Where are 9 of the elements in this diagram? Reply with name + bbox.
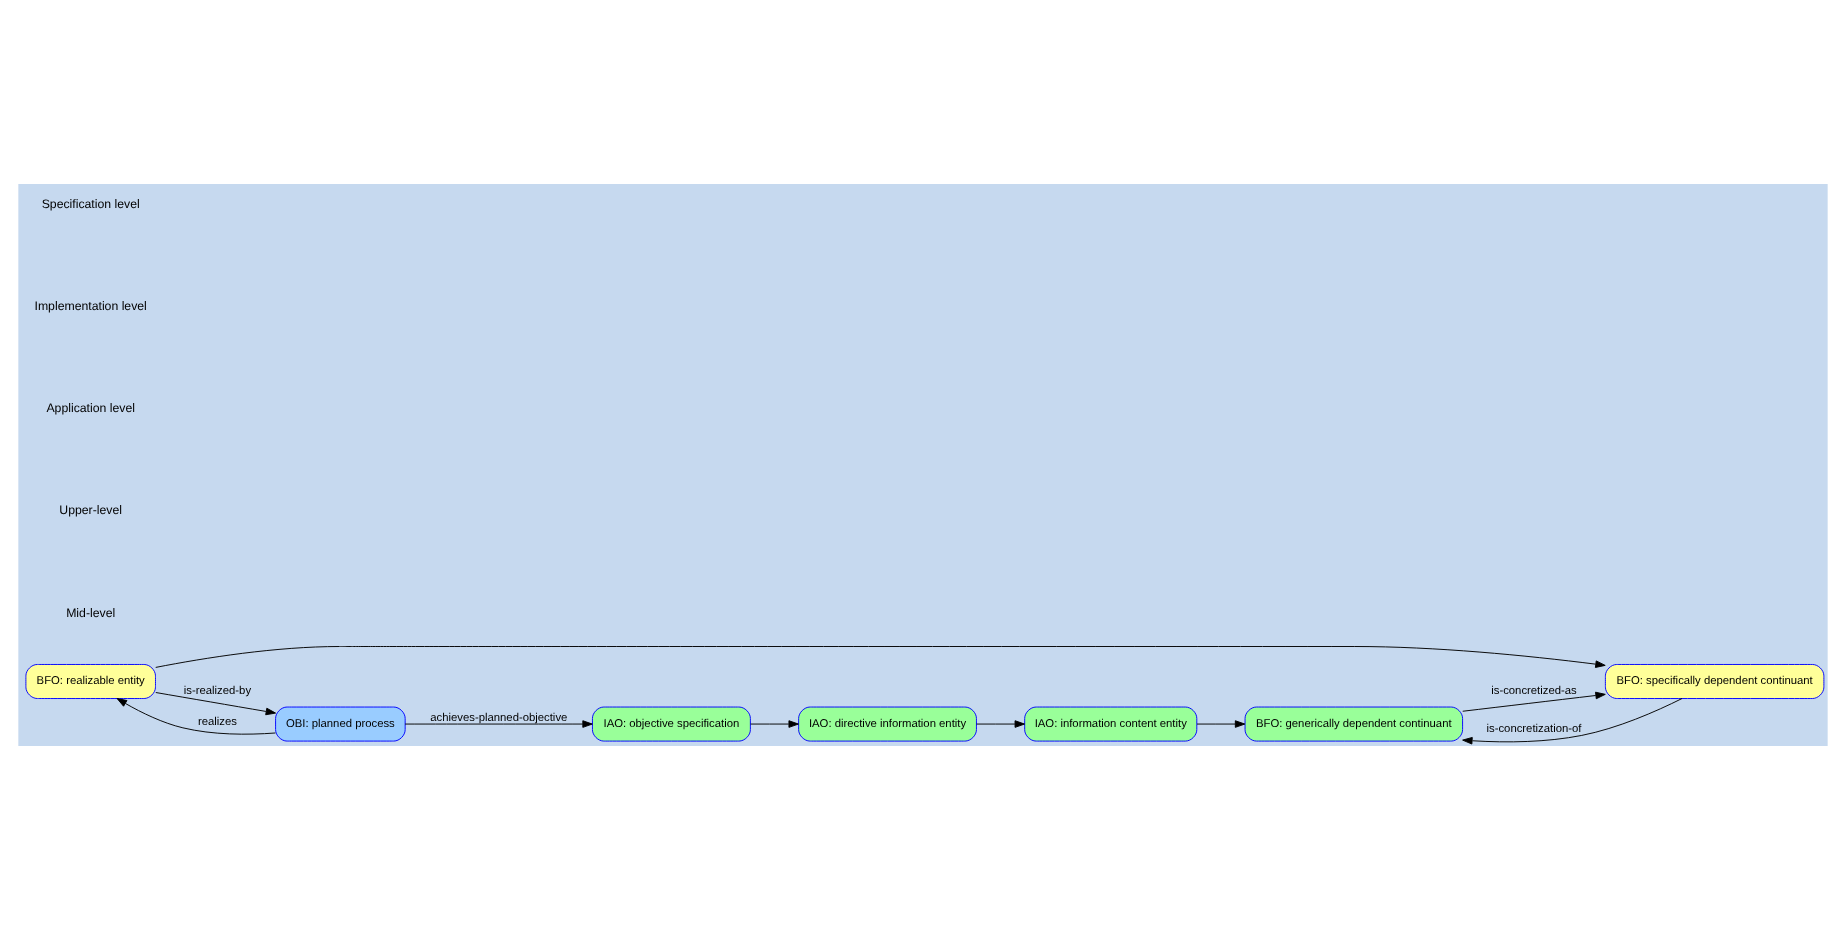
arrow (1196, 720, 1246, 728)
arrow (1462, 691, 1606, 712)
arrow (750, 720, 799, 728)
arrow (155, 646, 1606, 668)
arrow (155, 692, 277, 716)
arrow (1462, 698, 1683, 745)
arrow (404, 720, 593, 728)
arrow (116, 698, 276, 735)
arrow (976, 720, 1025, 728)
